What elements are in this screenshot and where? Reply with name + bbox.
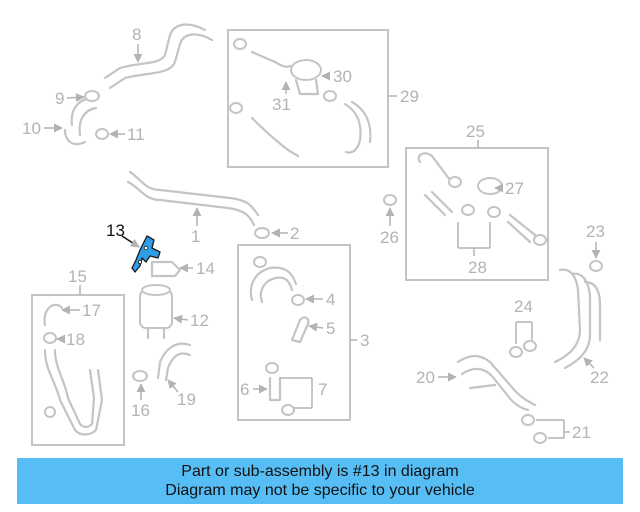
footer-line-2: Diagram may not be specific to your vehi… [165, 482, 475, 499]
hose-1 [126, 170, 270, 239]
callout-24: 24 [514, 297, 533, 316]
leader-12 [173, 314, 189, 324]
callout-17: 17 [82, 301, 101, 320]
leader-5 [308, 322, 324, 332]
callout-25: 25 [466, 122, 485, 141]
callout-21: 21 [572, 423, 591, 442]
leader-24 [515, 321, 533, 344]
callout-7: 7 [318, 380, 327, 399]
group-box-3 [237, 244, 351, 421]
callout-31: 31 [272, 95, 291, 114]
valve-group-25 [417, 152, 547, 246]
callout-1: 1 [191, 227, 200, 246]
callout-4: 4 [326, 290, 335, 309]
callout-22: 22 [590, 368, 609, 387]
callout-18: 18 [66, 330, 85, 349]
leader-19 [167, 379, 179, 393]
group-box-15 [31, 294, 125, 446]
callout-30: 30 [333, 67, 352, 86]
callout-14: 14 [196, 259, 215, 278]
callout-20: 20 [416, 368, 435, 387]
hose-group-20 [456, 354, 547, 444]
callout-6: 6 [240, 380, 249, 399]
footer-line-1: Part or sub-assembly is #13 in diagram [181, 463, 459, 480]
callout-15: 15 [68, 267, 87, 286]
callout-16: 16 [131, 401, 150, 420]
callout-19: 19 [177, 390, 196, 409]
hose-group-15 [43, 303, 104, 436]
bracket-13-highlighted [131, 235, 161, 273]
callout-2: 2 [290, 224, 299, 243]
group-box-29 [227, 29, 389, 168]
leader-21 [536, 419, 565, 439]
footer-info-banner: Part or sub-assembly is #13 in diagram D… [17, 458, 623, 504]
callout-28: 28 [468, 258, 487, 277]
callout-13: 13 [106, 221, 125, 240]
callout-3: 3 [360, 331, 369, 350]
callout-26: 26 [380, 228, 399, 247]
hose-group-3 [249, 256, 310, 416]
clamp-26 [383, 194, 397, 206]
callout-11: 11 [127, 125, 145, 144]
leader-9 [66, 92, 85, 102]
leader-28 [457, 222, 491, 249]
group-box-25 [405, 147, 549, 281]
leader-13 [121, 235, 140, 248]
leader-7 [280, 377, 313, 409]
callout-9: 9 [55, 89, 64, 108]
callout-23: 23 [586, 222, 605, 241]
hose-group-29 [229, 38, 372, 158]
pipe-group-22 [509, 260, 603, 370]
callout-27: 27 [505, 179, 524, 198]
callout-5: 5 [326, 319, 335, 338]
callout-29: 29 [400, 87, 419, 106]
callout-10: 10 [22, 119, 41, 138]
bracket-14 [150, 260, 182, 278]
leader-22 [583, 357, 595, 369]
hose-assembly-top-left [63, 23, 214, 146]
callout-8: 8 [132, 25, 141, 44]
pump-12 [139, 284, 173, 340]
callout-12: 12 [190, 311, 209, 330]
hose-19 [132, 342, 192, 382]
